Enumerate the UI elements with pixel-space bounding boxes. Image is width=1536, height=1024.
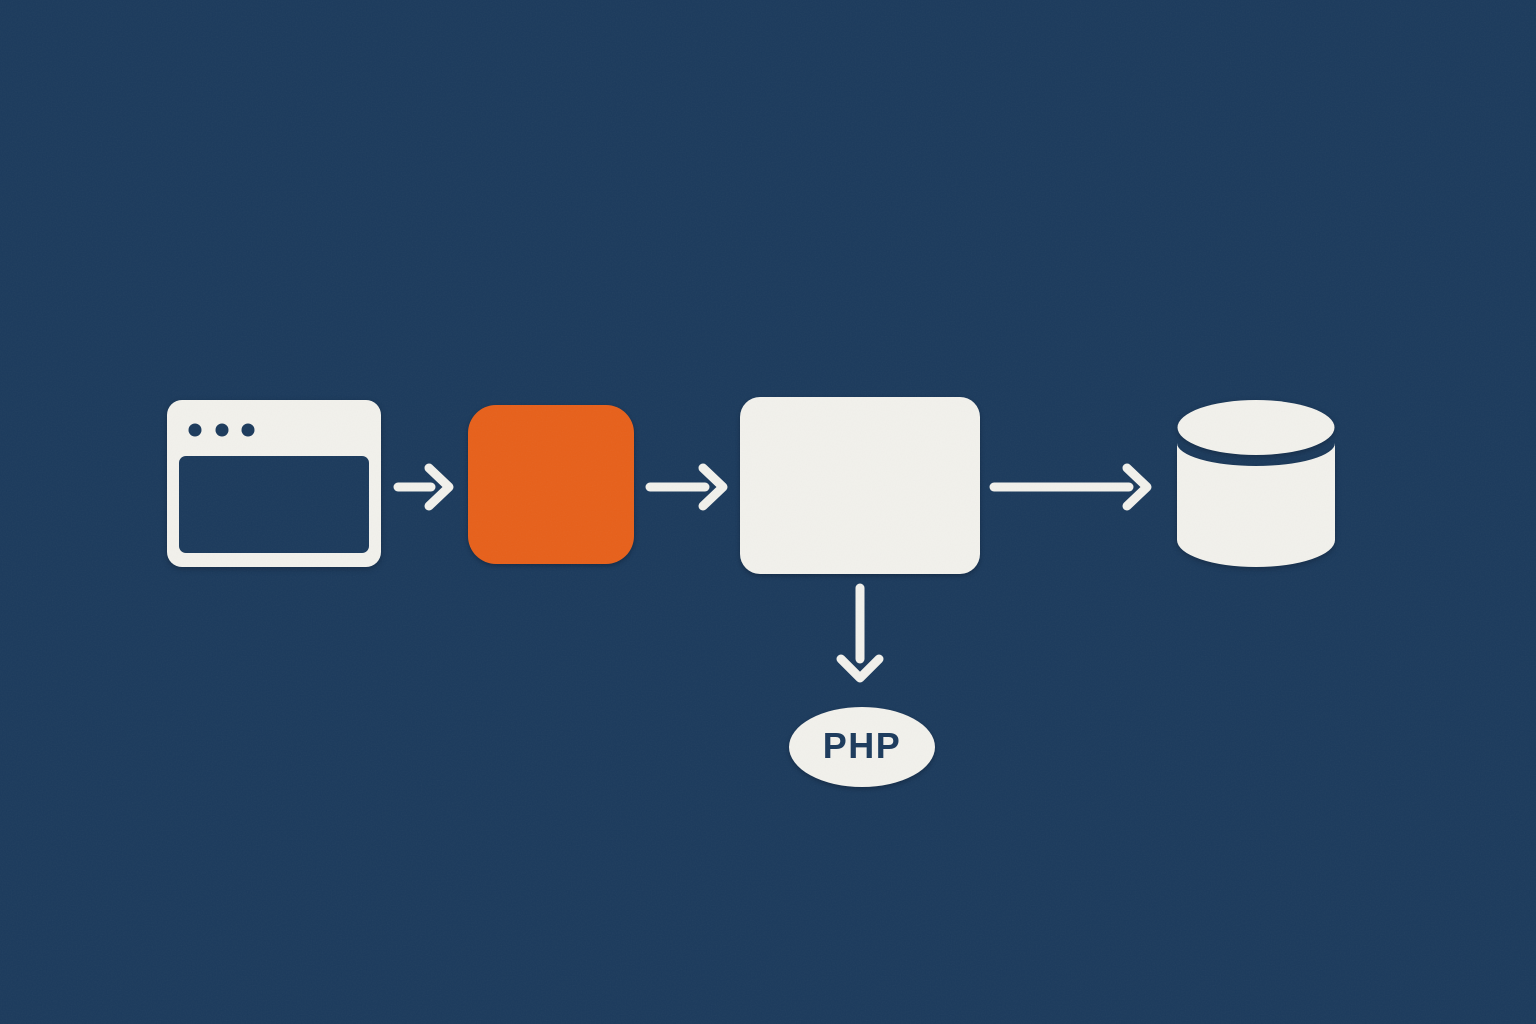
orange-square-node — [468, 405, 634, 564]
arrow-right-icon — [393, 463, 454, 511]
window-dot-icon — [215, 423, 229, 437]
window-dot-icon — [241, 423, 255, 437]
window-viewport — [179, 456, 369, 553]
php-badge: PHP — [789, 707, 935, 787]
database-body — [1177, 443, 1335, 567]
arrow-down-icon — [836, 583, 884, 683]
database-top — [1177, 400, 1335, 455]
database-icon — [1177, 400, 1335, 567]
white-panel-node — [740, 397, 980, 574]
arrow-right-icon — [645, 463, 728, 511]
php-badge-label: PHP — [822, 725, 902, 766]
browser-window-icon — [167, 400, 381, 567]
arrow-right-icon — [989, 463, 1152, 511]
window-dot-icon — [188, 423, 202, 437]
